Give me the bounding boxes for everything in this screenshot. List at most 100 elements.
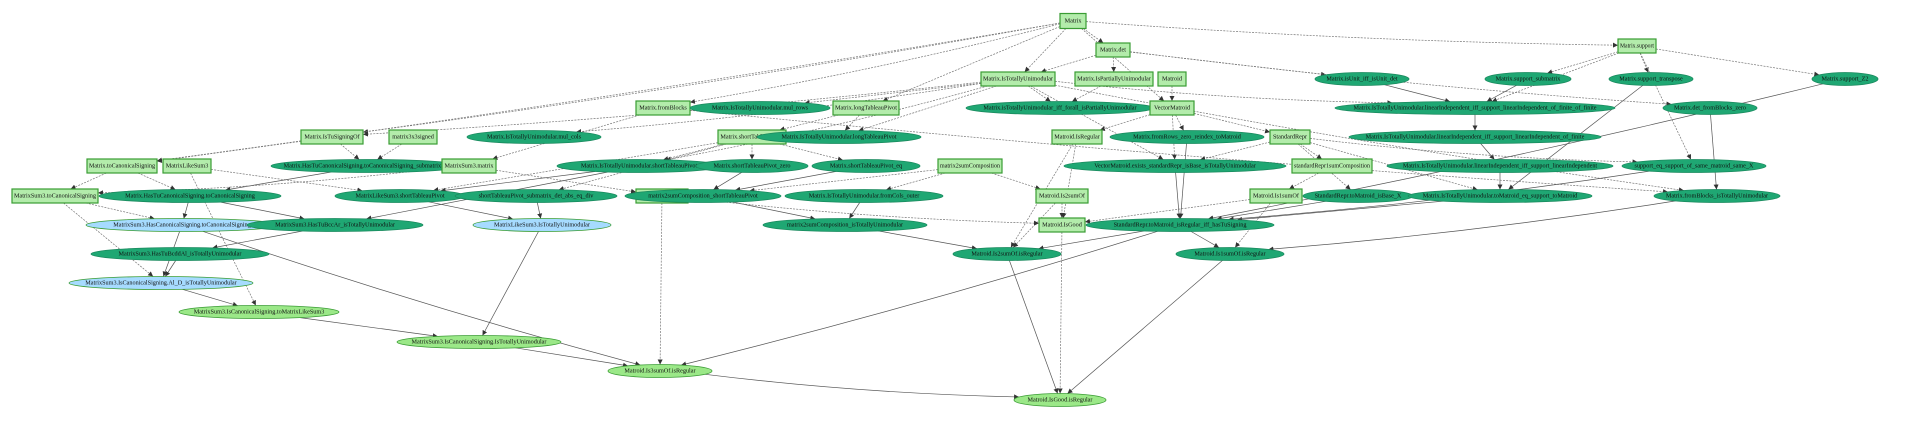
theorem-ellipse: [1063, 159, 1287, 173]
node-shorttableaupivot-submatrix-det-abs-eq-div[interactable]: shortTableauPivot_submatrix_det_abs_eq_d…: [454, 189, 618, 203]
theorem-ellipse: [689, 101, 831, 115]
edge-matrix-istotallyunimodular-shorttableaupivot-to-matrixlikesum3-shorttableaupivot: [440, 171, 596, 193]
definition-box: [1617, 38, 1657, 54]
node-label: MatrixSum3.HasCanonicalSigning.toCanonic…: [113, 222, 251, 229]
theorem-ellipse: [396, 335, 562, 349]
node-matrix-istotallyunimodular-linearindependent-iff-support-linearindependent-of-finite[interactable]: Matrix.IsTotallyUnimodular.linearIndepen…: [1348, 130, 1602, 144]
node-matrix-istotallyunimodular[interactable]: Matrix.IsTotallyUnimodular: [980, 71, 1056, 87]
node-matrixlikesum3-istotallyunimodular[interactable]: MatrixLikeSum3.IsTotallyUnimodular: [472, 218, 612, 232]
node-label: Matrix.fromBlocks: [639, 105, 687, 112]
node-matrix-istotallyunimodular-fromcols-outer[interactable]: Matrix.IsTotallyUnimodular.fromCols_oute…: [784, 189, 944, 203]
node-matrix-support-z2[interactable]: Matrix.support_Z2: [1811, 72, 1879, 86]
node-matrix-shorttableaupivot-eq[interactable]: Matrix.shortTableauPivot_eq: [811, 159, 921, 173]
node-standardrepr1sumcomposition[interactable]: standardRepr1sumComposition: [1291, 158, 1373, 174]
node-matrixsum3-hascanonicalsigning-tocanonicalsigning[interactable]: MatrixSum3.HasCanonicalSigning.toCanonic…: [85, 218, 279, 232]
node-matrixsum3-iscanonicalsigning-al-d-istotallyunimodular[interactable]: MatrixSum3.IsCanonicalSigning.Al_D_isTot…: [68, 276, 254, 290]
theorem-ellipse: [98, 189, 282, 203]
edge-matrixlikesum3-to-matrixlikesum3-shorttableaupivot: [210, 169, 363, 193]
node-matrix[interactable]: Matrix: [1059, 12, 1087, 30]
definition-box: [300, 129, 364, 145]
theorem-ellipse: [1314, 72, 1410, 86]
node-vectormatroid[interactable]: VectorMatroid: [1149, 100, 1195, 116]
node-matrix2sumcomposition[interactable]: matrix2sumComposition: [937, 158, 1003, 174]
node-label: Matrix.IsTotallyUnimodular.mul_rows: [712, 105, 809, 112]
node-label: matrix2sumComposition_isTotallyUnimodula…: [787, 222, 903, 229]
node-matrixsum3-matrix[interactable]: MatrixSum3.matrix: [441, 158, 497, 174]
node-support-eq-support-of-same-matroid-same-x[interactable]: support_eq_support_of_same_matroid_same_…: [1621, 159, 1767, 173]
node-matrix-istotallyunimodular-linearindependent-iff-support-linearindependent-of-finite-of-finite[interactable]: Matrix.IsTotallyUnimodular.linearIndepen…: [1334, 101, 1616, 115]
node-matroid-is3sumof-isregular[interactable]: Matroid.Is3sumOf.isRegular: [607, 364, 713, 378]
node-matroid-isregular[interactable]: Matroid.IsRegular: [1051, 129, 1103, 145]
node-label: Matrix.HasTuCanonicalSigning.toCanonical…: [125, 193, 255, 200]
edge-matrixsum3-iscanonicalsigning-al-d-istotallyunimodular-to-matrixsum3-iscanonicalsigning-tomatrixlikesum3: [182, 288, 238, 307]
definition-box: [1051, 129, 1103, 145]
node-matroid-isgood[interactable]: Matroid.IsGood: [1038, 217, 1086, 233]
node-label: support_eq_support_of_same_matroid_same_…: [1635, 163, 1754, 170]
node-matrix2sumcomposition-istotallyunimodular[interactable]: matrix2sumComposition_isTotallyUnimodula…: [762, 218, 928, 232]
node-matrix-support[interactable]: Matrix.support: [1617, 38, 1657, 54]
node-matrix-support-submatrix[interactable]: Matrix.support_submatrix: [1484, 72, 1572, 86]
node-matroid-is2sumof-isregular[interactable]: Matroid.Is2sumOf.isRegular: [952, 247, 1062, 261]
node-matrixsum3-hastubccar-istotallyunimodular[interactable]: MatrixSum3.HasTuBccAr_isTotallyUnimodula…: [246, 218, 424, 232]
node-matrix-istotallyunimodular-mul-rows[interactable]: Matrix.IsTotallyUnimodular.mul_rows: [689, 101, 831, 115]
node-matroid[interactable]: Matroid: [1157, 71, 1187, 87]
node-label: Matrix.det: [1100, 47, 1126, 54]
node-matrixlikesum3[interactable]: MatrixLikeSum3: [162, 158, 212, 174]
node-matroid-is2sumof[interactable]: Matroid.Is2sumOf: [1035, 188, 1089, 204]
node-matrixsum3-tocanonicalsigning[interactable]: MatrixSum3.toCanonicalSigning: [11, 188, 99, 204]
theorem-ellipse: [624, 189, 782, 203]
edge-matrixsum3-tocanonicalsigning-to-matrixsum3-hascanonicalsigning-tocanonicalsigning: [85, 202, 155, 221]
node-matrix-istusigningof[interactable]: Matrix.IsTuSigningOf: [300, 129, 364, 145]
theorem-ellipse: [695, 159, 809, 173]
node-label: matrix3x3signed: [392, 134, 434, 141]
node-matrix-isunit-iff-isunit-det[interactable]: Matrix.isUnit_iff_isUnit_det: [1314, 72, 1410, 86]
node-label: Matrix.longTableauPivot: [835, 105, 897, 112]
node-matrixlikesum3-shorttableaupivot[interactable]: MatrixLikeSum3.shortTableauPivot: [334, 189, 466, 203]
node-vectormatroid-exists-standardrepr-isbase-istotallyunimodular[interactable]: VectorMatroid.exists_standardRepr_isBase…: [1063, 159, 1287, 173]
node-label: Matroid.Is1sumOf.isRegular: [1194, 251, 1265, 258]
node-label: VectorMatroid.exists_standardRepr_isBase…: [1094, 163, 1256, 170]
node-matrix-istotallyunimodular-mul-cols[interactable]: Matrix.IsTotallyUnimodular.mul_cols: [466, 130, 602, 144]
node-matrix-hastucanonicalsigning-tocanonicalsigning-submatrix3x3[interactable]: Matrix.HasTuCanonicalSigning.toCanonical…: [270, 159, 464, 173]
node-matroid-is1sumof[interactable]: Matroid.Is1sumOf: [1249, 188, 1303, 204]
node-matrix-fromblocks[interactable]: Matrix.fromBlocks: [635, 100, 691, 116]
node-matrix-longtableaupivot[interactable]: Matrix.longTableauPivot: [832, 100, 900, 116]
edge-matrix-to-matrix-istotallyunimodular: [1024, 28, 1067, 73]
node-label: MatrixSum3.toCanonicalSigning: [14, 193, 96, 200]
node-matrixsum3-iscanonicalsigning-istotallyunimodular[interactable]: MatrixSum3.IsCanonicalSigning.IsTotallyU…: [396, 335, 562, 349]
node-matrix-istotallyunimodular-tomatroid-eq-support-tomatroid[interactable]: Matrix.IsTotallyUnimodular.toMatroid_eq_…: [1407, 189, 1593, 203]
node-matrixsum3-iscanonicalsigning-tomatrixlikesum3[interactable]: MatrixSum3.IsCanonicalSigning.toMatrixLi…: [178, 305, 340, 319]
node-matrix-shorttableaupivot-zero[interactable]: Matrix.shortTableauPivot_zero: [695, 159, 809, 173]
node-matrix3x3signed[interactable]: matrix3x3signed: [388, 129, 438, 145]
node-standardrepr-tomatroid-isregular-iff-hastusigning[interactable]: StandardRepr.toMatroid_isRegular_iff_has…: [1085, 218, 1275, 232]
edge-matroid-is1sumof-to-matroid-is1sumof-isregular: [1234, 202, 1271, 248]
edge-matroid-is1sumof-isregular-to-matroid-isgood-isregular: [1067, 260, 1223, 394]
theorem-ellipse: [1407, 189, 1593, 203]
edge-standardrepr-tomatroid-isregular-iff-hastusigning-to-matroid-is1sumof-isregular: [1190, 231, 1220, 248]
theorem-ellipse: [1484, 72, 1572, 86]
node-standardrepr-tomatroid-isbase-x[interactable]: StandardRepr.toMatroid_isBase_X: [1302, 189, 1414, 203]
edge-matrix-istotallyunimodular-to-vectormatroid-exists-standardrepr-isbase-istotallyunimodular: [1030, 85, 1164, 160]
node-standardrepr[interactable]: StandardRepr: [1269, 129, 1311, 145]
edge-matrixsum3-hastubcddal-istotallyunimodular-to-matrixsum3-iscanonicalsigning-al-d-istotallyunimodular: [165, 260, 176, 277]
node-label: Matrix.shortTableauPivot: [720, 134, 784, 141]
node-label: MatrixSum3.HasTuBccAr_isTotallyUnimodula…: [275, 222, 395, 229]
node-matrix-hastucanonicalsigning-tocanonicalsigning[interactable]: Matrix.HasTuCanonicalSigning.toCanonical…: [98, 189, 282, 203]
node-matrix-fromblocks-istotallyunimodular[interactable]: Matrix.fromBlocks_isTotallyUnimodular: [1653, 189, 1781, 203]
node-matrix-ispartiallyunimodular[interactable]: Matrix.IsPartiallyUnimodular: [1074, 71, 1154, 87]
node-matrixsum3-hastubcddal-istotallyunimodular[interactable]: MatrixSum3.HasTuBcddAl_isTotallyUnimodul…: [90, 247, 270, 261]
node-matrix-istotallyunimodular-linearindependent-iff-support-linearindependent[interactable]: Matrix.IsTotallyUnimodular.linearIndepen…: [1386, 159, 1614, 173]
node-matrix-tocanonicalsigning[interactable]: Matrix.toCanonicalSigning: [86, 158, 158, 174]
node-label: StandardRepr.toMatroid_isRegular_iff_has…: [1114, 222, 1247, 229]
node-matroid-isgood-isregular[interactable]: Matroid.IsGood.isRegular: [1013, 393, 1107, 407]
node-matrix-det-fromblocks-zero[interactable]: Matrix.det_fromBlocks_zero: [1662, 101, 1758, 115]
node-matrix2sumcomposition-shorttableaupivot[interactable]: matrix2sumComposition_shortTableauPivot: [624, 189, 782, 203]
node-matroid-is1sumof-isregular[interactable]: Matroid.Is1sumOf.isRegular: [1175, 247, 1285, 261]
node-matrix-istotallyunimodular-iff-forall-ispartiallyunimodular[interactable]: Matrix.isTotallyUnimodular_iff_forall_is…: [965, 101, 1155, 115]
node-matrix-det[interactable]: Matrix.det: [1095, 42, 1131, 58]
node-matrix-istotallyunimodular-longtableaupivot[interactable]: Matrix.IsTotallyUnimodular.longTableauPi…: [756, 130, 922, 144]
theorem-ellipse: [1621, 159, 1767, 173]
node-matrix-support-transpose[interactable]: Matrix.support_transpose: [1608, 72, 1694, 86]
node-matrix-fromrows-zero-reindex-tomatroid[interactable]: Matrix.fromRows_zero_reindex_toMatroid: [1109, 130, 1265, 144]
